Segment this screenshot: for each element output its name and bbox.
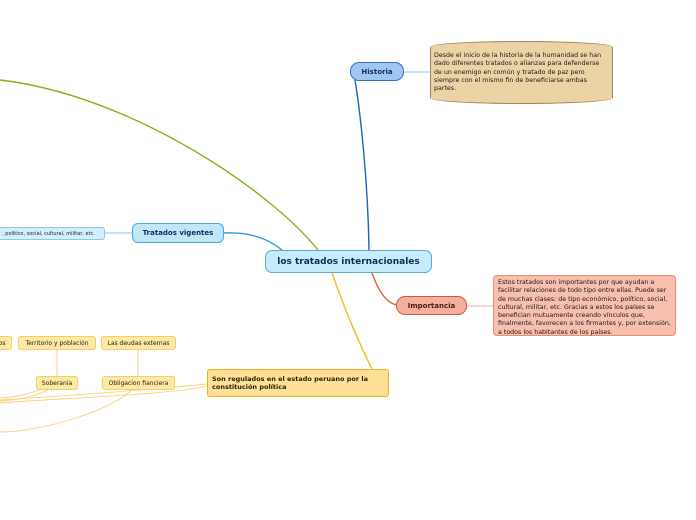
- subtopic-deudas-externas[interactable]: Las deudas externas: [101, 336, 176, 350]
- topic-importancia[interactable]: Importancia: [396, 296, 467, 315]
- importancia-note[interactable]: Estos tratados son importantes por que a…: [493, 275, 676, 336]
- subtopic-territorio-poblacion[interactable]: Territorio y población: [18, 336, 96, 350]
- central-topic[interactable]: los tratados internacionales: [265, 250, 432, 273]
- subtopic-obligacion-fianciera[interactable]: Obligacion fianciera: [102, 376, 175, 390]
- historia-note-edge-bottom: [430, 92, 613, 104]
- topic-regulados[interactable]: Son regulados en el estado peruano por l…: [207, 369, 389, 397]
- historia-note-edge-sides: [430, 47, 613, 98]
- subtopic-vigentes-child[interactable]: , político, social, cultural, militar, e…: [0, 227, 105, 240]
- subtopic-ros[interactable]: ros: [0, 336, 12, 350]
- historia-note[interactable]: Desde el inicio de la historia de la hum…: [430, 47, 613, 97]
- connector-regulados: [331, 272, 373, 370]
- historia-note-edge-top: [430, 41, 613, 53]
- connector-historia: [354, 79, 370, 251]
- connector-left-branch: [0, 79, 319, 251]
- connector-importancia: [371, 272, 398, 306]
- connector-vigentes: [223, 232, 283, 251]
- topic-tratados-vigentes[interactable]: Tratados vigentes: [132, 223, 224, 243]
- topic-historia[interactable]: Historia: [350, 62, 404, 81]
- subtopic-soberania[interactable]: Soberanía: [36, 376, 78, 390]
